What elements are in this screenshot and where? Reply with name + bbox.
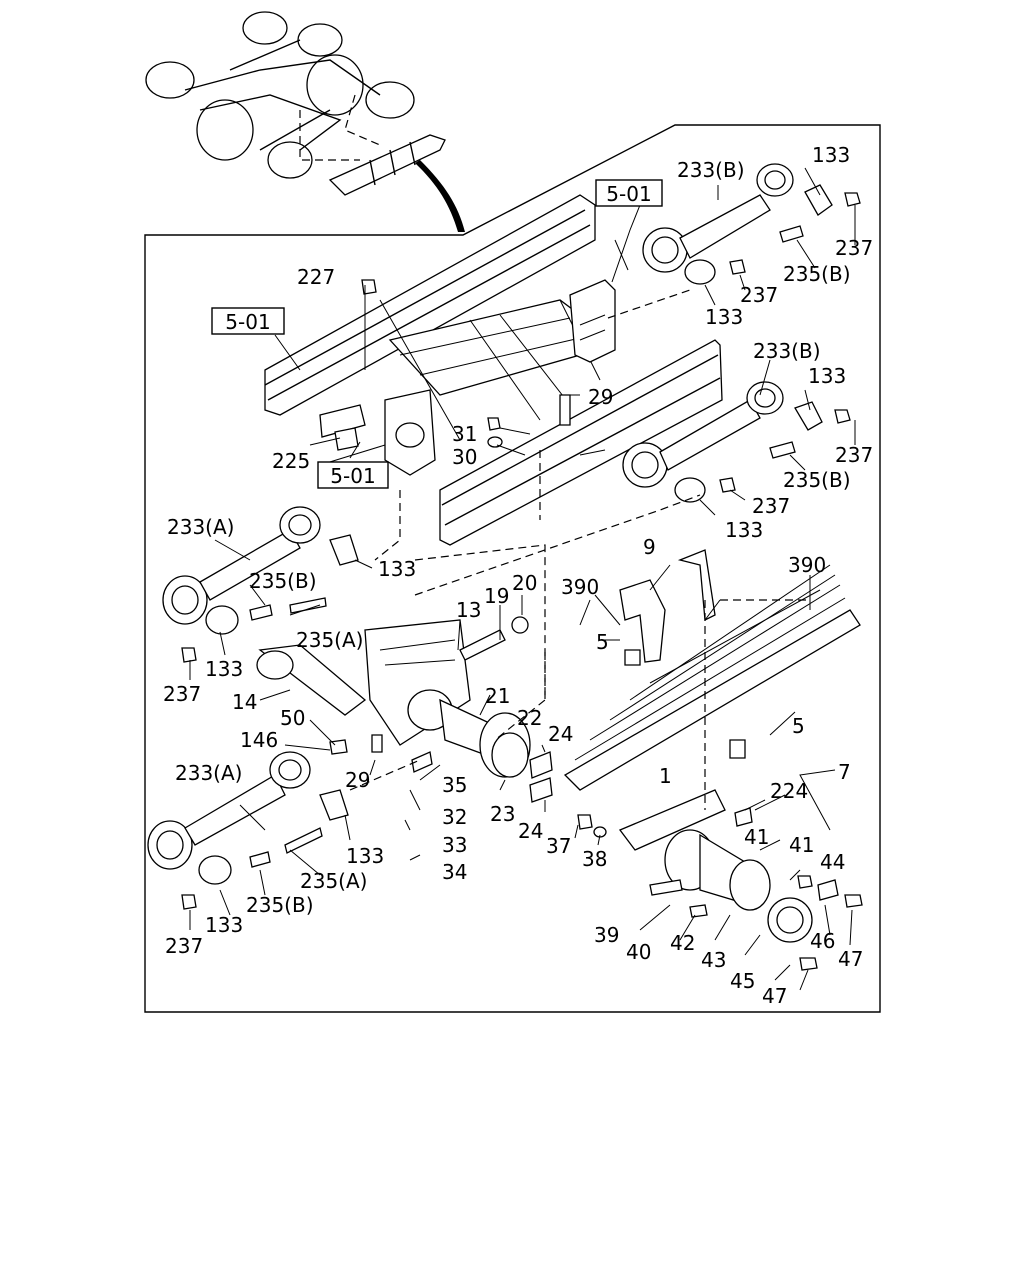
callout-32: 32 (442, 805, 467, 829)
ref-box-5-01-left: 5-01 (211, 307, 285, 335)
ref-box-label: 5-01 (330, 464, 375, 488)
lower-hub-assembly (577, 739, 863, 971)
callout-45: 45 (730, 969, 755, 993)
callout-237: 237 (740, 283, 778, 307)
locator-thumbnail (145, 11, 465, 232)
callout-13: 13 (456, 598, 481, 622)
callout-41: 41 (789, 833, 814, 857)
callout-133: 133 (808, 364, 846, 388)
callout-50: 50 (280, 706, 305, 730)
torque-rod-233b-lower (622, 381, 851, 503)
callout-37: 37 (546, 834, 571, 858)
callout-237: 237 (163, 682, 201, 706)
callout-235b: 235(B) (246, 893, 314, 917)
callout-24: 24 (518, 819, 543, 843)
callout-43: 43 (701, 948, 726, 972)
callout-7: 7 (838, 760, 851, 784)
callout-133: 133 (205, 657, 243, 681)
callout-29: 29 (345, 768, 370, 792)
frame-rails (264, 194, 723, 546)
callout-133: 133 (725, 518, 763, 542)
callout-237: 237 (165, 934, 203, 958)
callout-235a: 235(A) (296, 628, 363, 652)
ref-box-5-01-center: 5-01 (317, 461, 389, 489)
callout-237: 237 (835, 236, 873, 260)
axle-hub-assembly (256, 616, 553, 803)
callout-133: 133 (378, 557, 416, 581)
callout-34: 34 (442, 860, 467, 884)
callout-233b: 233(B) (753, 339, 821, 363)
callout-133: 133 (346, 844, 384, 868)
callout-233a: 233(A) (167, 515, 234, 539)
callout-30: 30 (452, 445, 477, 469)
callout-20: 20 (512, 571, 537, 595)
part-callouts: 233(B) 133 237 235(B) 237 133 227 233(B)… (163, 143, 873, 1008)
callout-5: 5 (596, 630, 609, 654)
callout-14: 14 (232, 690, 257, 714)
callout-46: 46 (810, 929, 835, 953)
callout-42: 42 (670, 931, 695, 955)
callout-29: 29 (588, 385, 613, 409)
callout-33: 33 (442, 833, 467, 857)
frame-bracket (319, 279, 571, 476)
callout-237: 237 (752, 494, 790, 518)
callout-35: 35 (442, 773, 467, 797)
callout-224: 224 (770, 779, 808, 803)
callout-146: 146 (240, 728, 278, 752)
callout-9: 9 (643, 535, 656, 559)
callout-31: 31 (452, 422, 477, 446)
callout-44: 44 (820, 850, 845, 874)
callout-22: 22 (517, 706, 542, 730)
torque-rod-233a-lower (147, 751, 349, 910)
callout-390: 390 (788, 553, 826, 577)
callout-47: 47 (762, 984, 787, 1008)
callout-390: 390 (561, 575, 599, 599)
torque-rod-233b-upper (642, 163, 861, 285)
callout-47: 47 (838, 947, 863, 971)
callout-19: 19 (484, 584, 509, 608)
callout-133: 133 (205, 913, 243, 937)
callout-233a: 233(A) (175, 761, 242, 785)
callout-235b: 235(B) (783, 468, 851, 492)
callout-40: 40 (626, 940, 651, 964)
callout-24: 24 (548, 722, 573, 746)
callout-5: 5 (792, 714, 805, 738)
callout-237: 237 (835, 443, 873, 467)
leader-lines (189, 167, 856, 991)
callout-41: 41 (744, 825, 769, 849)
callout-233b: 233(B) (677, 158, 745, 182)
callout-235b: 235(B) (249, 569, 317, 593)
callout-39: 39 (594, 923, 619, 947)
ref-box-label: 5-01 (606, 182, 651, 206)
callout-1: 1 (659, 764, 672, 788)
callout-133: 133 (812, 143, 850, 167)
callout-133: 133 (705, 305, 743, 329)
callout-23: 23 (490, 802, 515, 826)
ref-box-label: 5-01 (225, 310, 270, 334)
callout-21: 21 (485, 684, 510, 708)
callout-235a: 235(A) (300, 869, 367, 893)
diagram-frame (144, 124, 881, 1013)
callout-38: 38 (582, 847, 607, 871)
leaf-spring (563, 549, 861, 791)
torque-rod-233a-upper (162, 506, 359, 663)
callout-235b: 235(B) (783, 262, 851, 286)
callout-227: 227 (297, 265, 335, 289)
ref-box-5-01-top: 5-01 (595, 179, 663, 207)
callout-225: 225 (272, 449, 310, 473)
